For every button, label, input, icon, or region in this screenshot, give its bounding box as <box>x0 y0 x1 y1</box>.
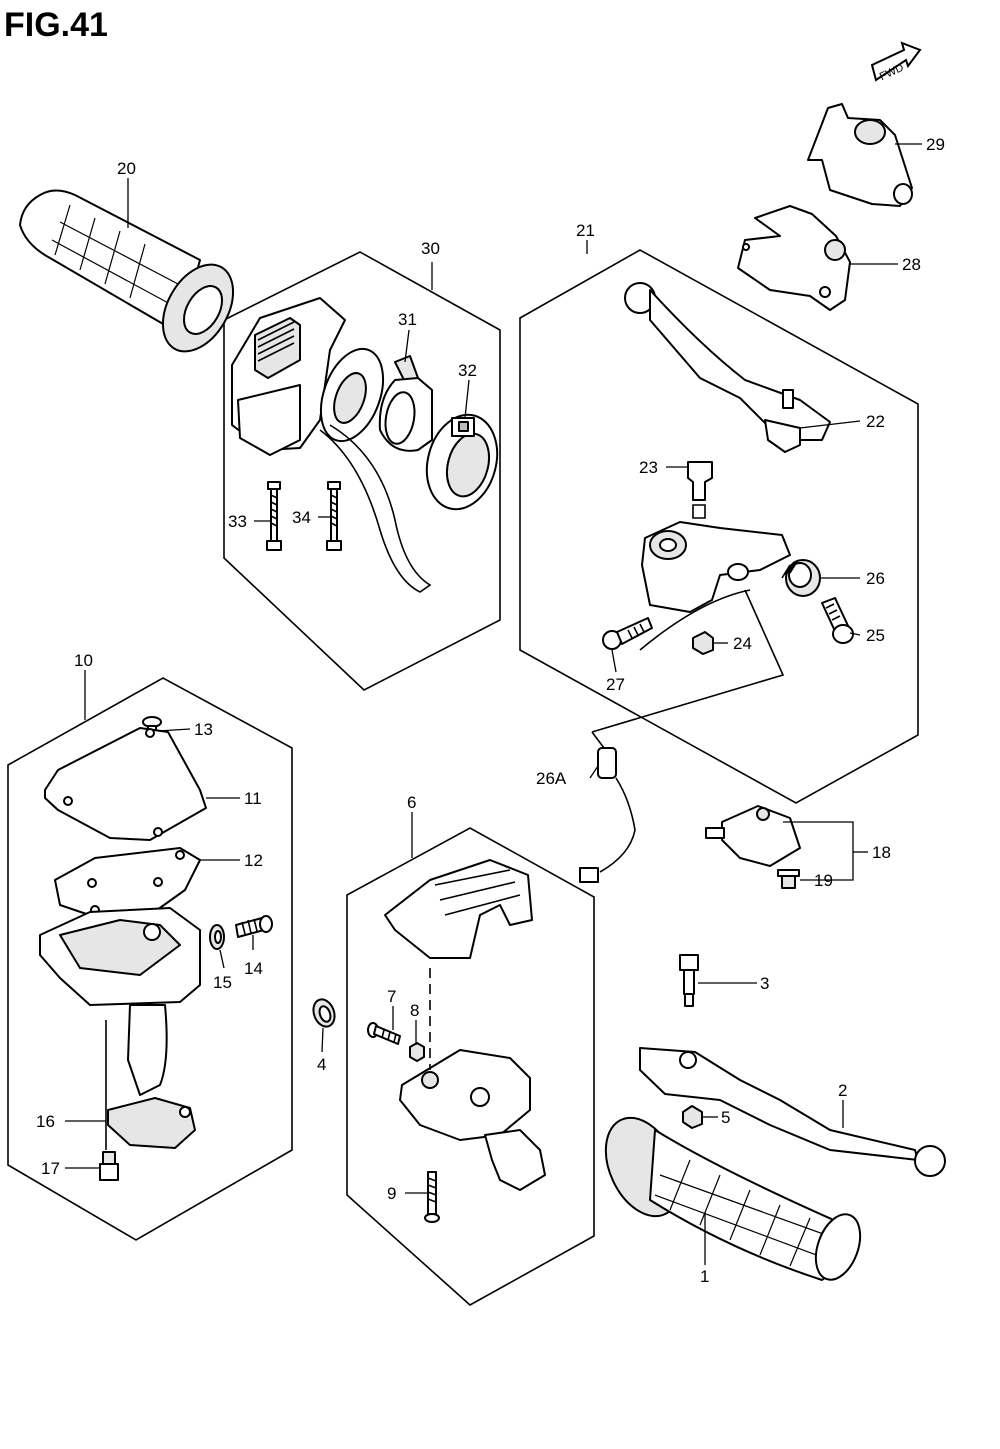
nut-8 <box>409 1042 425 1062</box>
switch-assembly <box>231 297 432 593</box>
brake-lever-2 <box>639 1047 946 1177</box>
callout-26a: 26A <box>536 769 567 788</box>
screw-19 <box>777 869 800 889</box>
callout-32: 32 <box>458 361 477 380</box>
callout-9: 9 <box>387 1184 396 1203</box>
screw-33 <box>266 481 282 551</box>
callout-28: 28 <box>902 255 921 274</box>
callout-34: 34 <box>292 508 311 527</box>
callout-2: 2 <box>838 1081 847 1100</box>
callout-21: 21 <box>576 221 595 240</box>
callout-23: 23 <box>639 458 658 477</box>
callout-3: 3 <box>760 974 769 993</box>
bracket-28 <box>737 205 851 311</box>
leader-lines <box>65 143 922 1265</box>
switch-18 <box>705 805 801 867</box>
callout-26: 26 <box>866 569 885 588</box>
gasket-12 <box>54 847 201 923</box>
callout-33: 33 <box>228 512 247 531</box>
screw-25 <box>821 597 854 644</box>
callout-labels: 20 30 31 32 33 34 21 22 23 26 25 24 27 2… <box>36 135 945 1286</box>
callout-14: 14 <box>244 959 263 978</box>
callout-24: 24 <box>733 634 752 653</box>
lever-bolt-23 <box>687 461 713 519</box>
housing-10 <box>39 907 201 1149</box>
callout-18: 18 <box>872 843 891 862</box>
cover-6 <box>384 859 533 959</box>
callout-13: 13 <box>194 720 213 739</box>
screw-9 <box>424 1171 440 1223</box>
callout-12: 12 <box>244 851 263 870</box>
callout-1: 1 <box>700 1267 709 1286</box>
right-grip-1 <box>604 1116 862 1281</box>
figure-title: FIG.41 <box>4 6 108 44</box>
lever-holder <box>639 521 791 651</box>
callout-5: 5 <box>721 1108 730 1127</box>
clutch-lever-22 <box>624 282 831 453</box>
screw-14 <box>235 915 273 938</box>
screw-7 <box>367 1022 401 1045</box>
washer-4 <box>312 998 336 1028</box>
callout-25: 25 <box>866 626 885 645</box>
switch-lever <box>378 355 433 452</box>
callout-27: 27 <box>606 675 625 694</box>
callout-4: 4 <box>317 1055 326 1074</box>
callout-6: 6 <box>407 793 416 812</box>
switch-26 <box>781 559 821 597</box>
bolt-3 <box>679 954 699 1007</box>
callout-20: 20 <box>117 159 136 178</box>
callout-7: 7 <box>387 987 396 1006</box>
group-box-30 <box>223 251 501 691</box>
lever-cover-29 <box>807 103 913 207</box>
nut-24 <box>692 631 714 655</box>
left-grip <box>19 189 235 353</box>
callout-31: 31 <box>398 310 417 329</box>
callout-11: 11 <box>244 789 262 808</box>
callout-22: 22 <box>866 412 885 431</box>
callout-16: 16 <box>36 1112 55 1131</box>
switch-wire-26a <box>579 589 785 883</box>
callout-30: 30 <box>421 239 440 258</box>
callout-29: 29 <box>926 135 945 154</box>
screw-17 <box>99 1151 119 1181</box>
callout-19: 19 <box>814 871 833 890</box>
screw-34 <box>326 481 342 551</box>
group-box-6 <box>346 827 595 1306</box>
callout-8: 8 <box>410 1001 419 1020</box>
callout-17: 17 <box>41 1159 60 1178</box>
switch-collar <box>425 413 499 511</box>
callout-15: 15 <box>213 973 232 992</box>
housing-lower-6 <box>399 1049 546 1191</box>
washer-15 <box>209 924 225 950</box>
callout-10: 10 <box>74 651 93 670</box>
nut-5 <box>682 1105 703 1129</box>
cover-11 <box>44 727 207 841</box>
group-box-21 <box>519 249 919 804</box>
forward-arrow-icon: FWD <box>870 41 922 83</box>
bolt-27 <box>602 617 653 650</box>
group-box-10 <box>7 677 293 1241</box>
